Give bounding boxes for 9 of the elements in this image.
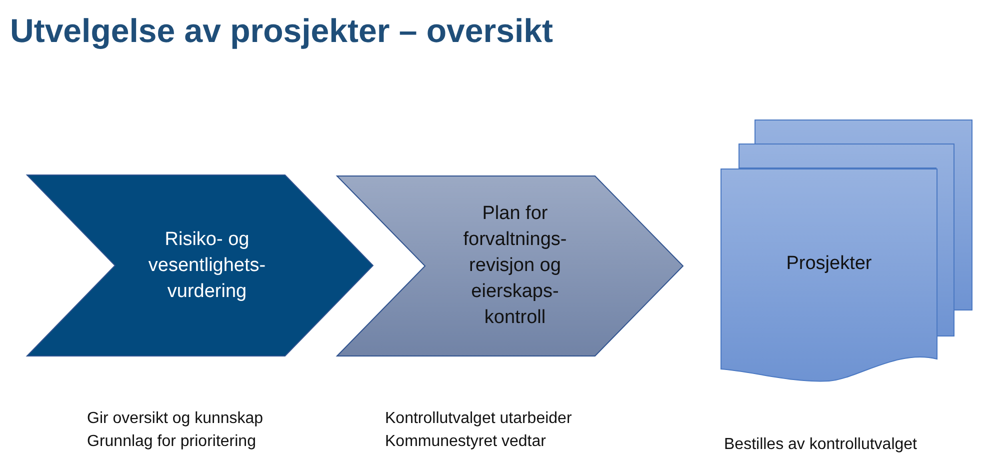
node-label: Plan for forvaltnings- revisjon og eierskaps- kontroll <box>462 202 568 330</box>
caption-text: Kommunestyret vedtar <box>385 432 546 452</box>
node-label: Prosjekter <box>785 252 873 276</box>
caption-text: Gir oversikt og kunnskap <box>87 409 264 429</box>
title: Utvelgelse av prosjekter – oversikt <box>10 12 553 50</box>
caption-text: Kontrollutvalget utarbeider <box>385 409 572 429</box>
caption-text: Grunnlag for prioritering <box>87 432 256 452</box>
node-label: Risiko- og vesentlighets- vurdering <box>147 228 267 304</box>
caption-text: Bestilles av kontrollutvalget <box>724 435 917 455</box>
